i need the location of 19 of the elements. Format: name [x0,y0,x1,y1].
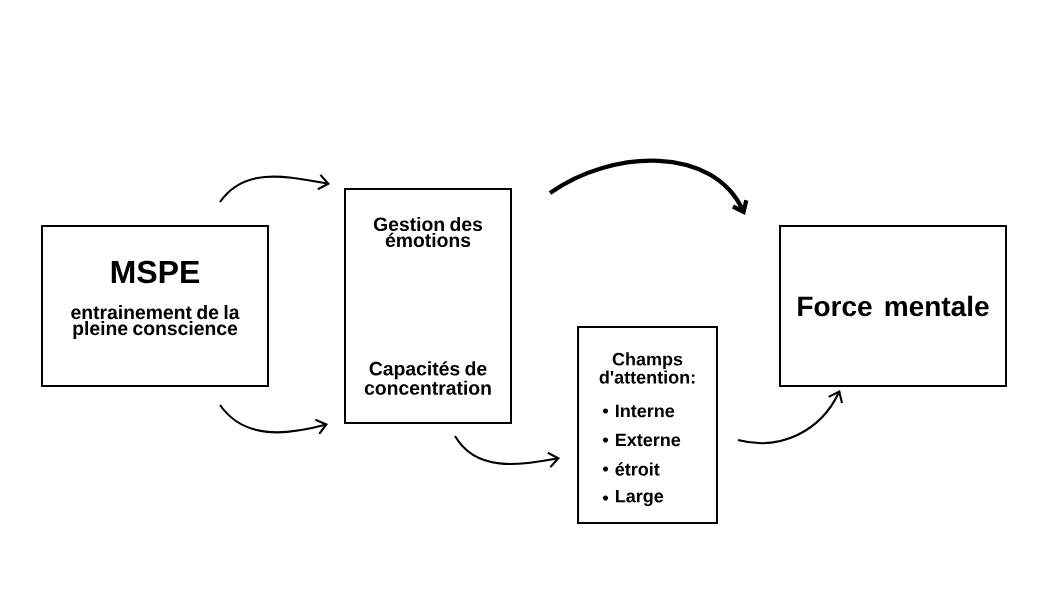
text-box [344,188,512,424]
box-text: entrainement de la pleine conscience [71,305,240,339]
text-box [41,225,269,387]
curved-arrow [219,404,328,435]
box-text: Force mentale [798,295,989,317]
text-box [779,225,1007,387]
curved-arrow [219,174,330,203]
list-item: Large [616,489,664,507]
box-text: Gestion des émotions [373,216,483,248]
box-heading: MSPE [111,260,200,284]
curved-arrow [548,158,749,215]
list-item: étroit [615,462,660,476]
curved-arrow [737,390,843,445]
curved-arrow [454,435,560,468]
list-item: Externe [616,433,681,447]
list-item: Interne [616,404,675,418]
text-box [577,326,718,524]
box-text: Champs d'attention: [599,352,695,384]
box-text: Capacités de concentration [364,361,491,395]
